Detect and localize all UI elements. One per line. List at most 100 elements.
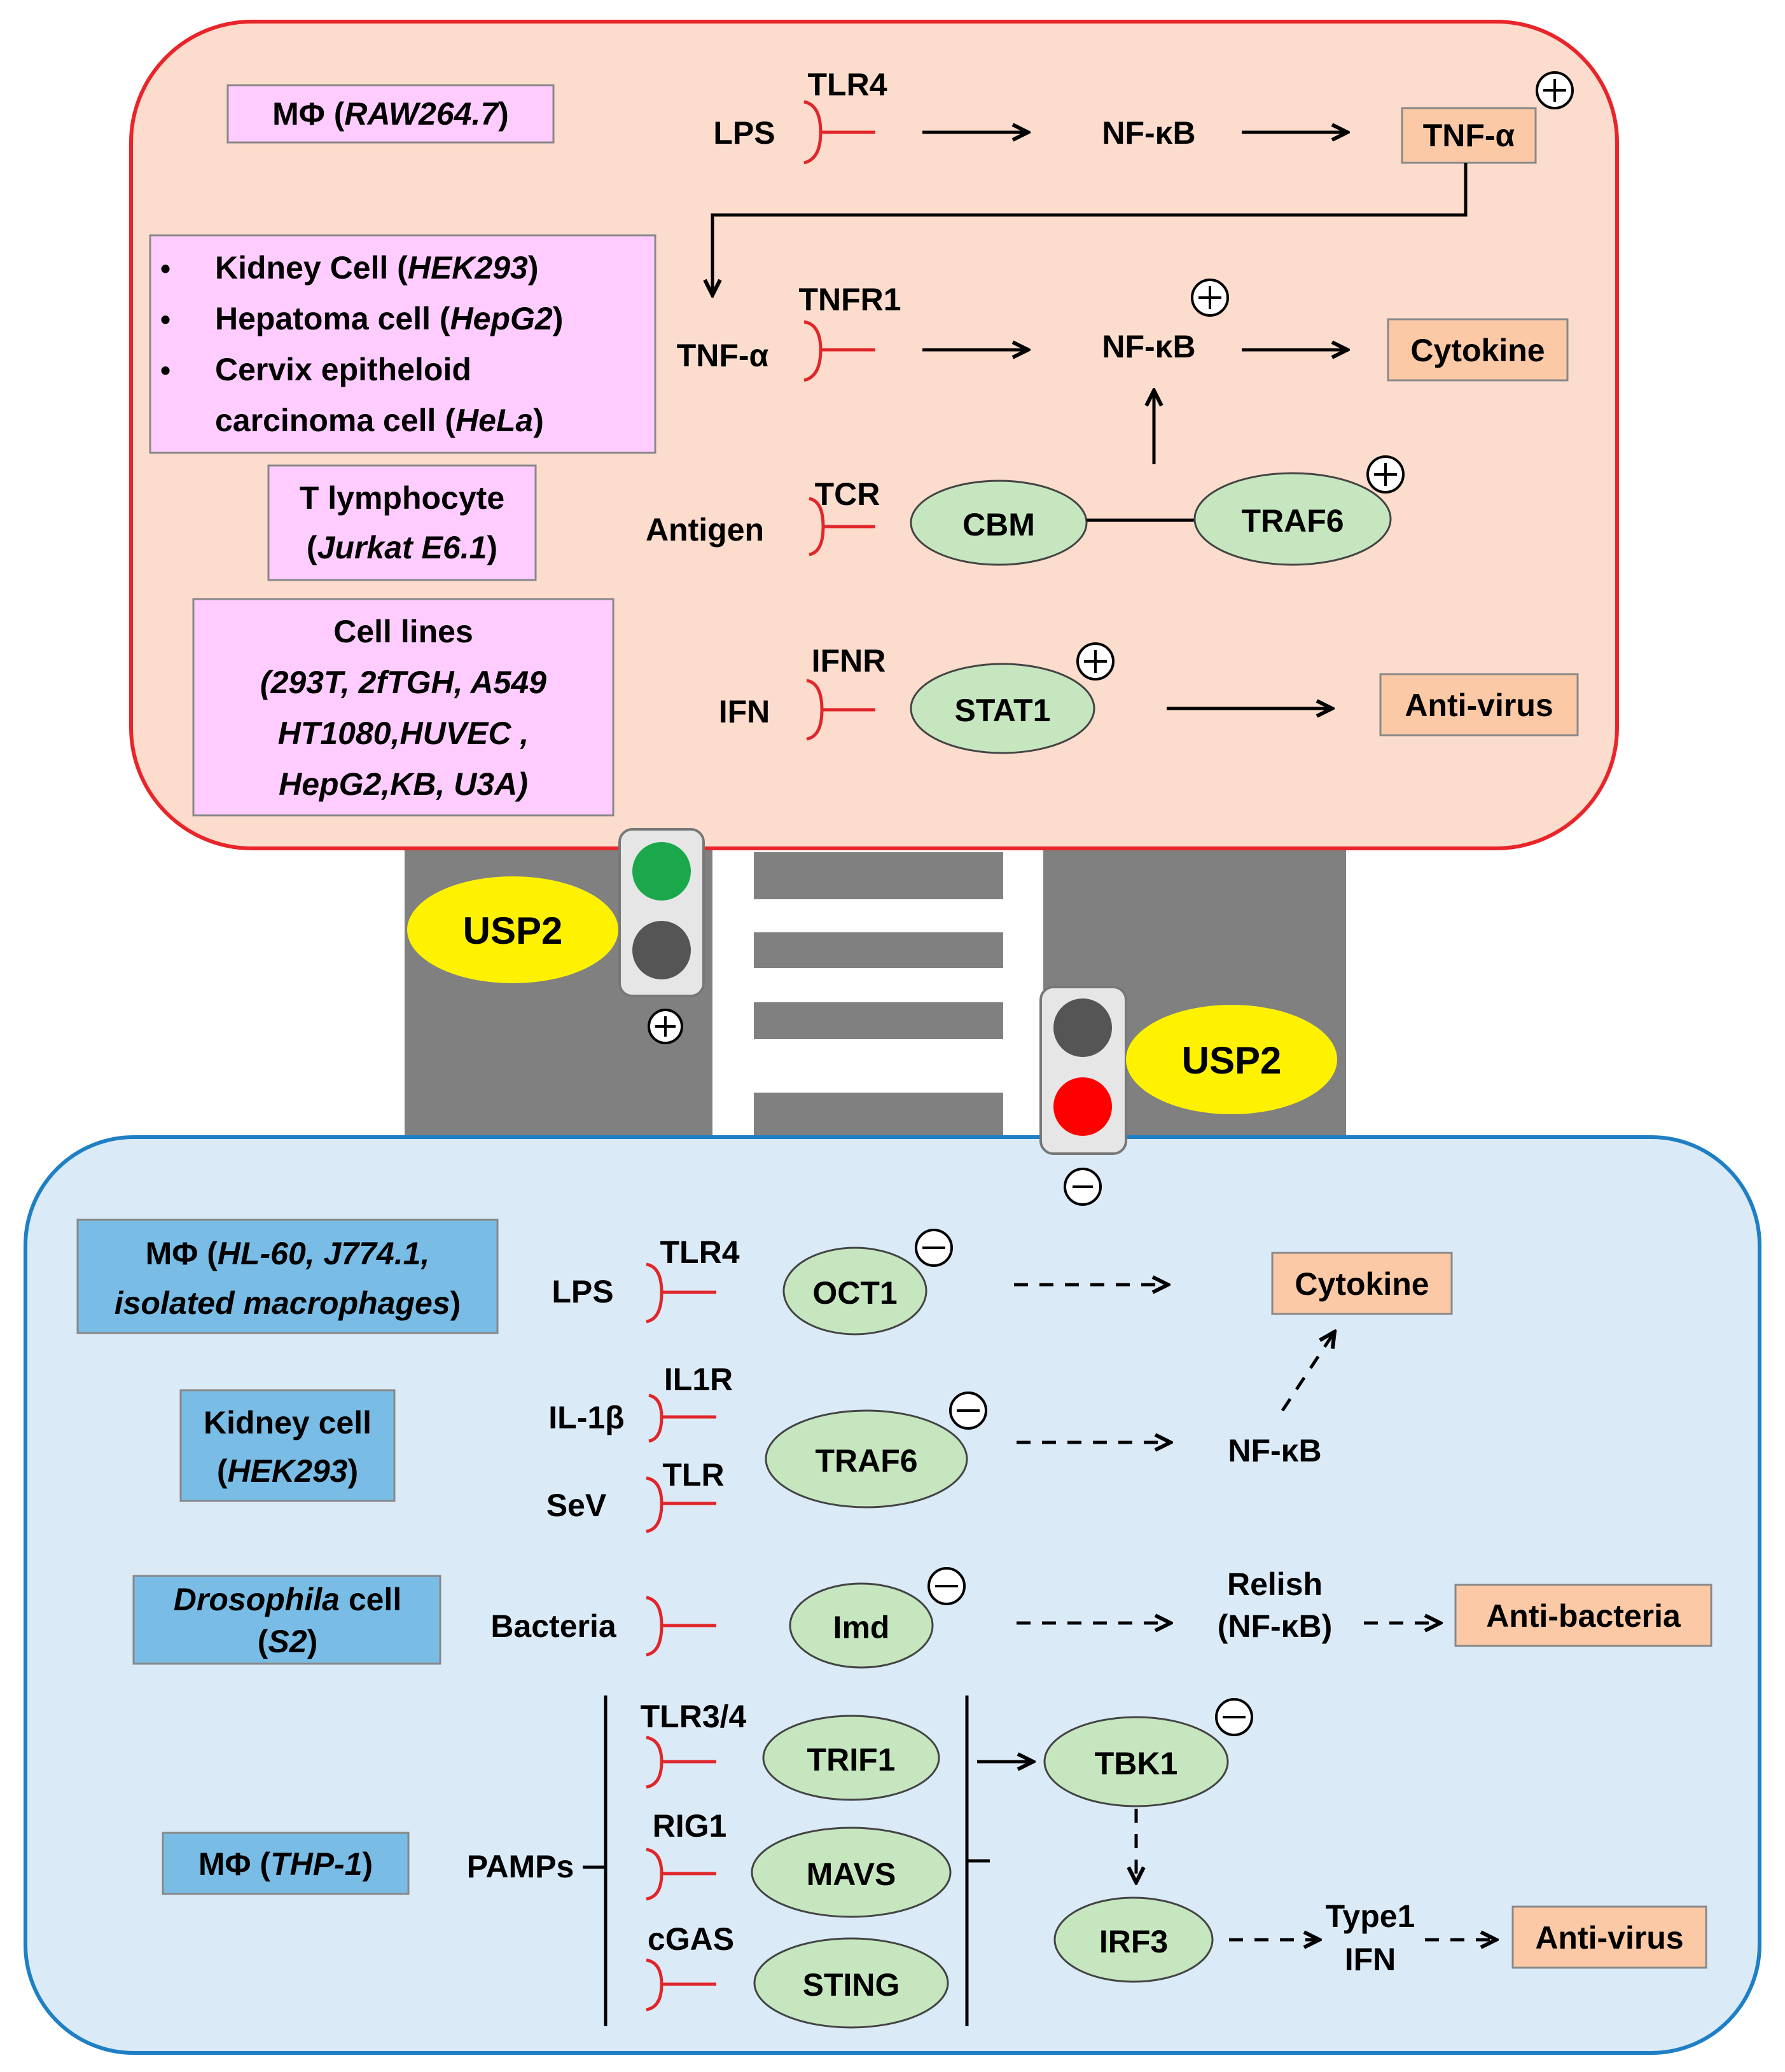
- bottom-row3-ligand: Bacteria: [490, 1608, 617, 1644]
- bottom-row2-receptor1: IL1R: [664, 1362, 733, 1397]
- bottom-row4-ifn2: IFN: [1345, 1942, 1396, 1977]
- top-row3-protein1-ellipse: [910, 480, 1088, 566]
- svg-text:carcinoma cell (HeLa): carcinoma cell (HeLa): [215, 403, 544, 438]
- receptor-icon: [809, 497, 875, 556]
- receptor-icon: [803, 100, 875, 165]
- top-cell-t-lymphocyte-line1: T lymphocyte: [300, 480, 504, 516]
- top-row3-receptor: TCR: [815, 476, 880, 512]
- dashed-arrow: [1281, 1332, 1335, 1412]
- svg-text:Kidney Cell (HEK293): Kidney Cell (HEK293): [215, 250, 539, 286]
- receptor-icon: [646, 1848, 716, 1901]
- top-row4-ligand: IFN: [719, 694, 770, 729]
- bottom-row3-output-box: [1454, 1584, 1712, 1647]
- top-row1-output: TNF-α: [1423, 118, 1515, 153]
- bottom-cell-macrophage-line1: MΦ (HL-60, J774.1,: [146, 1236, 430, 1271]
- bottom-row4-irf3: IRF3: [1099, 1924, 1168, 1959]
- bottom-row4-ligand: PAMPs: [467, 1849, 574, 1884]
- traffic-light-green: [618, 828, 705, 997]
- bottom-row2-receptor2: TLR: [662, 1457, 724, 1493]
- bottom-row3-node2: (NF-κB): [1218, 1608, 1333, 1644]
- top-cell-box-kidney: [149, 234, 656, 454]
- bottom-row2-ligand2: SeV: [546, 1488, 607, 1523]
- crosswalk-stripe: [754, 852, 1003, 899]
- bottom-row3-protein: Imd: [833, 1610, 890, 1645]
- green-light-icon: [632, 842, 691, 901]
- svg-text:Cervix epitheloid: Cervix epitheloid: [215, 352, 471, 387]
- usp2-right-label: USP2: [1182, 1039, 1282, 1082]
- top-row4-protein: STAT1: [955, 693, 1051, 728]
- top-cell-box-t-lymphocyte: [267, 464, 537, 581]
- receptor-icon: [646, 1736, 716, 1789]
- top-row4-receptor: IFNR: [812, 643, 886, 679]
- plus-sign-icon: [1191, 279, 1229, 317]
- bottom-cell-box-kidney: [179, 1389, 396, 1502]
- bottom-row4-output: Anti-virus: [1535, 1920, 1683, 1956]
- receptor-icon: [803, 320, 875, 382]
- bottom-cell-macrophage-line2: isolated macrophages): [115, 1285, 461, 1321]
- bottom-row4-receptor-2: RIG1: [653, 1808, 727, 1844]
- minus-sign-icon: [949, 1392, 987, 1430]
- usp2-left-ellipse: [407, 876, 618, 983]
- bottom-row4-protein-3: STING: [803, 1967, 900, 2003]
- bottom-row2-protein-ellipse: [765, 1409, 968, 1509]
- usp2-right-ellipse: [1126, 1005, 1337, 1114]
- bottom-cell-thp1: MΦ (THP-1): [198, 1846, 373, 1882]
- bottom-row1-output-box: [1271, 1252, 1453, 1315]
- bottom-row4-output-box: [1511, 1905, 1707, 1969]
- svg-text:Hepatoma cell (HepG2): Hepatoma cell (HepG2): [215, 301, 563, 336]
- bottom-row4-ifn1: Type1: [1326, 1898, 1415, 1934]
- off-light-icon: [632, 921, 691, 979]
- receptor-icon: [646, 1596, 716, 1657]
- bottom-cell-drosophila-line1: Drosophila cell: [174, 1582, 401, 1617]
- top-row2-node: NF-κB: [1102, 329, 1195, 364]
- bottom-row1-ligand: LPS: [552, 1274, 613, 1309]
- top-row1-ligand: LPS: [713, 115, 775, 151]
- road-section: [405, 827, 1346, 1170]
- minus-sign-icon: [1064, 1168, 1102, 1206]
- bottom-row4-tbk1-ellipse: [1043, 1716, 1229, 1807]
- top-row1-receptor: TLR4: [808, 67, 887, 102]
- bottom-row1-receptor: TLR4: [660, 1234, 740, 1270]
- bottom-cell-kidney-line1: Kidney cell: [204, 1405, 372, 1440]
- top-row2-output: Cytokine: [1410, 333, 1545, 368]
- top-cell-kidney-list: • Kidney Cell (HEK293) • Hepatoma cell (…: [160, 250, 563, 438]
- receptor-icon: [648, 1393, 716, 1443]
- bottom-cell-box-thp1: [162, 1832, 410, 1895]
- bottom-row4-receptor-1: TLR3/4: [641, 1699, 747, 1734]
- top-row3-protein1: CBM: [962, 507, 1035, 542]
- top-row2-ligand: TNF-α: [677, 338, 769, 373]
- bottom-row4-protein-1: TRIF1: [807, 1742, 896, 1778]
- bottom-row2-protein: TRAF6: [815, 1443, 917, 1479]
- bottom-cell-drosophila-line2: (S2): [258, 1624, 317, 1659]
- top-row2-output-box: [1387, 318, 1569, 382]
- bottom-row1-protein: OCT1: [812, 1275, 897, 1311]
- bottom-cell-box-macrophage: [76, 1219, 499, 1334]
- bottom-row3-protein-ellipse: [789, 1582, 934, 1669]
- top-cell-box-cell-lines: [192, 598, 615, 817]
- bottom-row2-ligand1: IL-1β: [548, 1400, 624, 1435]
- bottom-row3-node1: Relish: [1227, 1566, 1323, 1602]
- svg-text:•: •: [160, 303, 170, 336]
- plus-sign-icon: [648, 1009, 683, 1044]
- bottom-row4-receptor-3: cGAS: [648, 1921, 734, 1957]
- minus-sign-icon: [1215, 1698, 1253, 1736]
- plus-sign-icon: [1536, 71, 1574, 109]
- off-light-icon: [1053, 998, 1112, 1057]
- receptor-icon: [646, 1262, 716, 1323]
- top-row3-protein2: TRAF6: [1241, 503, 1344, 539]
- crosswalk-stripe: [754, 932, 1003, 968]
- top-row2-receptor: TNFR1: [798, 282, 901, 317]
- bottom-cell-kidney-line2: (HEK293): [217, 1453, 358, 1489]
- bottom-row4-protein-1-ellipse: [762, 1715, 940, 1801]
- traffic-light-red: [1039, 986, 1127, 1155]
- top-row4-protein-ellipse: [910, 663, 1095, 754]
- top-cell-box-macrophage: [226, 84, 555, 144]
- bottom-row4-protein-2: MAVS: [807, 1856, 896, 1892]
- top-cell-t-lymphocyte-line2: (Jurkat E6.1): [307, 530, 497, 565]
- minus-sign-icon: [927, 1567, 966, 1605]
- top-row1-output-box: [1401, 107, 1537, 164]
- top-row3-protein2-ellipse: [1193, 472, 1392, 566]
- plus-sign-icon: [1366, 455, 1405, 494]
- bottom-row1-output: Cytokine: [1295, 1266, 1429, 1302]
- bottom-row4-irf3-ellipse: [1053, 1896, 1214, 1983]
